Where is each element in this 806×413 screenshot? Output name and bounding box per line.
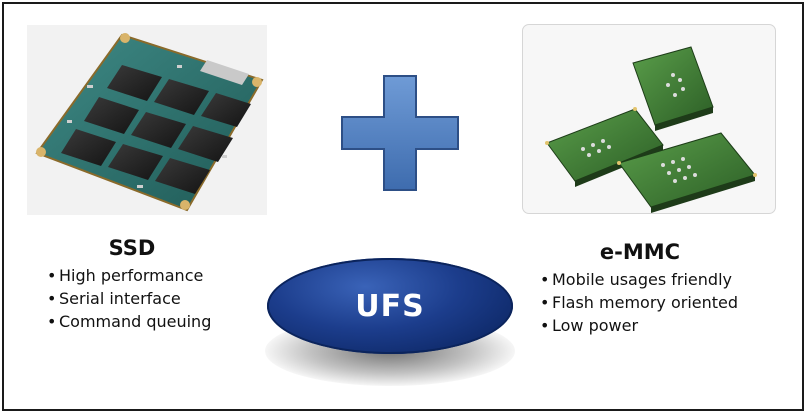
bullet: • <box>47 312 57 331</box>
bullet: • <box>47 289 57 308</box>
list-item: •Flash memory oriented <box>540 293 739 312</box>
list-item: •Command queuing <box>47 312 212 331</box>
ufs-node: UFS <box>255 250 525 402</box>
ssd-feature-list: •High performance •Serial interface •Com… <box>47 264 247 333</box>
list-item: •High performance <box>47 266 204 285</box>
list-item: •Serial interface <box>47 289 181 308</box>
emmc-feature-block: e-MMC •Mobile usages friendly •Flash mem… <box>540 240 760 337</box>
emmc-feature-list: •Mobile usages friendly •Flash memory or… <box>540 268 760 337</box>
emmc-chips-image <box>522 24 776 214</box>
ssd-title: SSD <box>108 236 156 260</box>
bullet: • <box>540 293 550 312</box>
ufs-ellipse: UFS <box>267 258 513 354</box>
ufs-label: UFS <box>355 288 425 324</box>
bullet: • <box>47 266 57 285</box>
ssd-feature-block: SSD •High performance •Serial interface … <box>47 236 247 333</box>
plus-icon <box>341 75 459 191</box>
bullet: • <box>540 316 550 335</box>
list-item: •Mobile usages friendly <box>540 270 732 289</box>
bullet: • <box>540 270 550 289</box>
emmc-title: e-MMC <box>599 240 681 264</box>
list-item: •Low power <box>540 316 639 335</box>
ssd-board-image <box>27 25 267 215</box>
